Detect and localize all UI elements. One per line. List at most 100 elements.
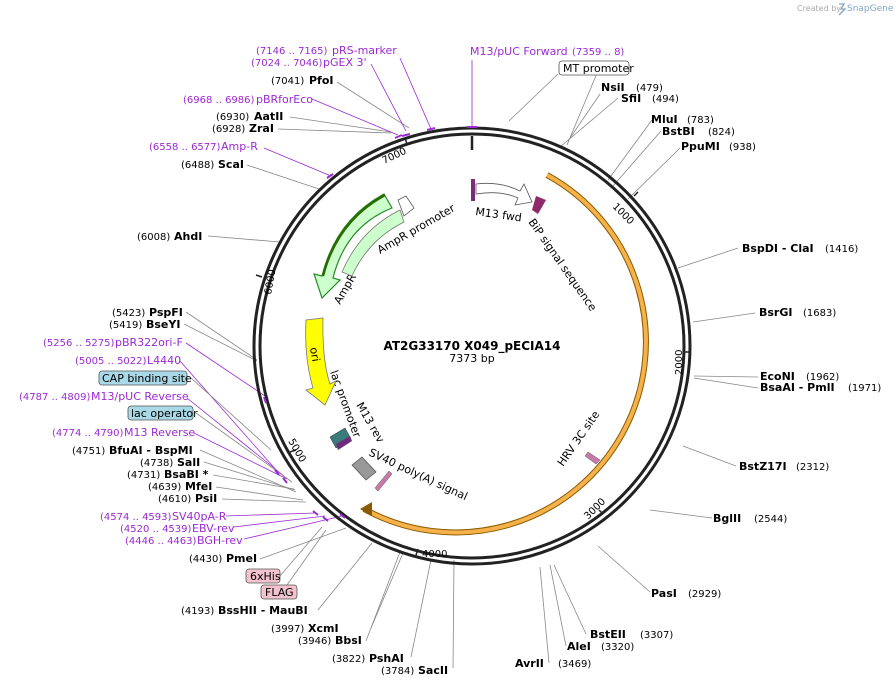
primer-name[interactable]: pBR322ori-F xyxy=(115,336,183,349)
site-name[interactable]: SacII xyxy=(418,664,448,677)
site-name[interactable]: ZraI xyxy=(249,122,274,135)
site-pos: (2929) xyxy=(688,589,721,600)
primer-name[interactable]: BGH-rev xyxy=(197,534,243,547)
site-name[interactable]: BstZ17I xyxy=(739,460,787,473)
site-pos: (4751) xyxy=(72,446,105,457)
site-name[interactable]: BglII xyxy=(713,512,741,525)
site-name[interactable]: PshAI xyxy=(369,652,404,665)
site-pos: (1962) xyxy=(806,372,839,383)
site-name[interactable]: BstBI xyxy=(662,125,695,138)
site-pos: (4193) xyxy=(181,606,214,617)
primer-ampr[interactable]: Amp-R xyxy=(221,140,258,153)
site-pos: (1683) xyxy=(803,308,836,319)
tick-6000: 6000 xyxy=(263,269,278,296)
tick-2000: 2000 xyxy=(674,350,685,375)
cap-binding-box[interactable] xyxy=(98,370,188,386)
site-pos: (479) xyxy=(636,83,663,94)
primer-pbrforeco[interactable]: pBRforEco xyxy=(256,93,313,106)
primer-name[interactable]: L4440 xyxy=(147,354,181,367)
site-name[interactable]: BstEII xyxy=(590,628,626,641)
ampr-promoter-start xyxy=(397,195,415,217)
site-name[interactable]: BsaBI * xyxy=(164,468,209,481)
site-name[interactable]: PspFI xyxy=(149,306,183,319)
site-pos: (783) xyxy=(687,115,714,126)
primer-leader-lines xyxy=(179,57,473,540)
site-pos: (6488) xyxy=(181,160,214,171)
site-name[interactable]: AhdI xyxy=(174,230,202,243)
site-name[interactable]: PfoI xyxy=(309,74,334,87)
site-name[interactable]: SalI xyxy=(177,456,200,469)
primer-ampr-pos: (6558 .. 6577) xyxy=(149,142,221,153)
primer-m13puc-fwd[interactable]: M13/pUC Forward xyxy=(470,45,568,58)
site-name[interactable]: MluI xyxy=(651,113,678,126)
site-pos: (4430) xyxy=(189,554,222,565)
credit-brand[interactable]: SnapGene xyxy=(847,4,894,14)
site-name[interactable]: BsrGI xyxy=(759,306,792,319)
site-name[interactable]: BsaAI - PmlI xyxy=(760,381,835,394)
site-name[interactable]: ScaI xyxy=(218,158,244,171)
primer-pos: (4446 .. 4463) xyxy=(125,536,197,547)
site-name[interactable]: PmeI xyxy=(226,552,257,565)
site-name[interactable]: BbsI xyxy=(335,634,362,647)
m13-fwd-marker xyxy=(471,179,475,201)
grey-feature[interactable] xyxy=(351,456,377,481)
site-name[interactable]: MfeI xyxy=(185,480,212,493)
primer-name[interactable]: M13 Reverse xyxy=(124,426,195,439)
primer-name[interactable]: M13/pUC Reverse xyxy=(91,390,189,403)
primer-pos: (4520 .. 4539) xyxy=(120,524,192,535)
site-name[interactable]: BssHII - MauBI xyxy=(218,604,308,617)
primer-marks xyxy=(263,126,477,522)
site-pos: (3822) xyxy=(332,654,365,665)
site-pos: (7041) xyxy=(271,76,304,87)
orange-feature[interactable] xyxy=(363,173,648,535)
site-pos: (1971) xyxy=(848,383,881,394)
sixhis-label: 6xHis xyxy=(250,570,281,583)
site-name[interactable]: PasI xyxy=(651,587,677,600)
site-pos: (6928) xyxy=(212,124,245,135)
primer-pgex3[interactable]: pGEX 3' xyxy=(323,56,367,69)
ampr-stripe xyxy=(321,193,386,277)
plasmid-name: AT2G33170 X049_pECIA14 xyxy=(383,339,560,354)
site-pos: (1416) xyxy=(825,244,858,255)
site-name[interactable]: AleI xyxy=(567,640,591,653)
primer-pbrforeco-pos: (6968 .. 6986) xyxy=(183,95,255,106)
site-name[interactable]: XcmI xyxy=(308,622,339,635)
site-name[interactable]: BseYI xyxy=(146,318,180,331)
lac-operator-box[interactable] xyxy=(127,405,194,421)
site-name[interactable]: PsiI xyxy=(195,492,217,505)
site-pos: (824) xyxy=(708,127,735,138)
primer-prs-marker[interactable]: pRS-marker xyxy=(332,44,397,57)
site-name[interactable]: NsiI xyxy=(601,81,625,94)
site-name[interactable]: AatII xyxy=(254,110,283,123)
primer-name[interactable]: SV40pA-R xyxy=(172,510,227,523)
hrv-3c-arrow[interactable] xyxy=(584,451,601,465)
sv40-polya-arrow[interactable] xyxy=(374,470,393,492)
flag-label: FLAG xyxy=(265,586,294,599)
site-name[interactable]: AvrII xyxy=(515,657,544,670)
site-pos: (3307) xyxy=(640,630,673,641)
mt-promoter-box[interactable] xyxy=(558,60,630,76)
site-pos: (494) xyxy=(652,94,679,105)
site-pos: (3320) xyxy=(601,642,634,653)
site-name[interactable]: BfuAI - BspMI xyxy=(109,444,193,457)
right-site-labels: NsiI (479) SfiI (494) MluI (783) BstBI (… xyxy=(515,81,881,670)
snapgene-logo-icon xyxy=(838,3,847,16)
site-pos: (2312) xyxy=(796,462,829,473)
ori-arrow[interactable] xyxy=(305,317,337,406)
site-name[interactable]: SfiI xyxy=(621,92,641,105)
site-pos: (3946) xyxy=(298,636,331,647)
site-name[interactable]: BspDI - ClaI xyxy=(742,242,814,255)
site-name[interactable]: EcoNI xyxy=(760,370,795,383)
site-name[interactable]: PpuMI xyxy=(681,140,720,153)
ampr-arrow[interactable] xyxy=(313,193,393,300)
bip-signal-arrow[interactable] xyxy=(532,196,546,214)
m13-fwd-arrow[interactable] xyxy=(475,182,533,206)
m13-rev-marker xyxy=(336,436,352,450)
primer-name[interactable]: EBV-rev xyxy=(192,522,235,535)
site-pos: (3997) xyxy=(271,624,304,635)
ampr-promoter-arrow[interactable] xyxy=(341,209,405,277)
site-pos: (5423) xyxy=(112,308,145,319)
sixhis-box[interactable] xyxy=(245,568,281,584)
flag-box[interactable] xyxy=(260,584,298,600)
